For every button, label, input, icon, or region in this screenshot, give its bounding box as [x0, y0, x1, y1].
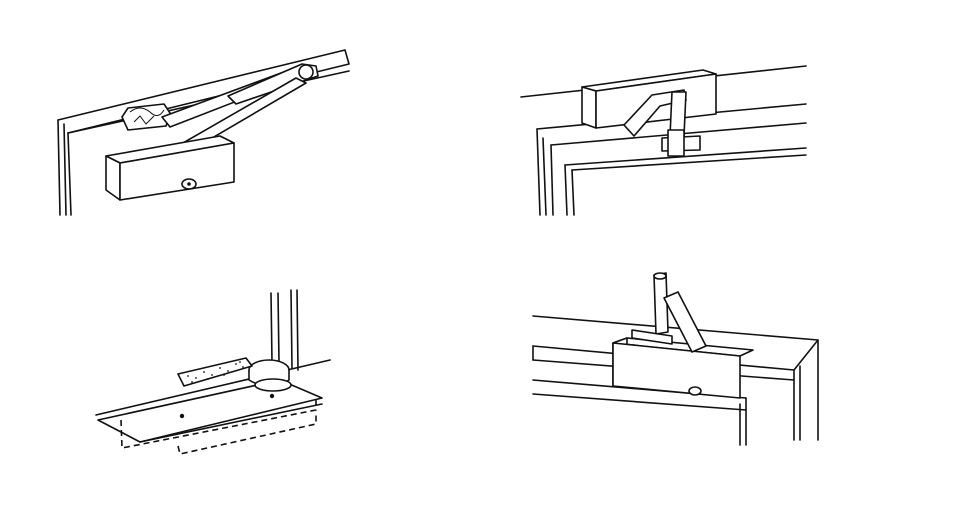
stipple-pattern: [187, 361, 244, 383]
panel-top-jamb-mounted-closer: [532, 272, 819, 446]
panel-surface-mounted-closer: [57, 49, 350, 216]
panel-floor-concealed-closer: [95, 289, 331, 455]
panel-transom-mounted-closer: [520, 65, 807, 216]
